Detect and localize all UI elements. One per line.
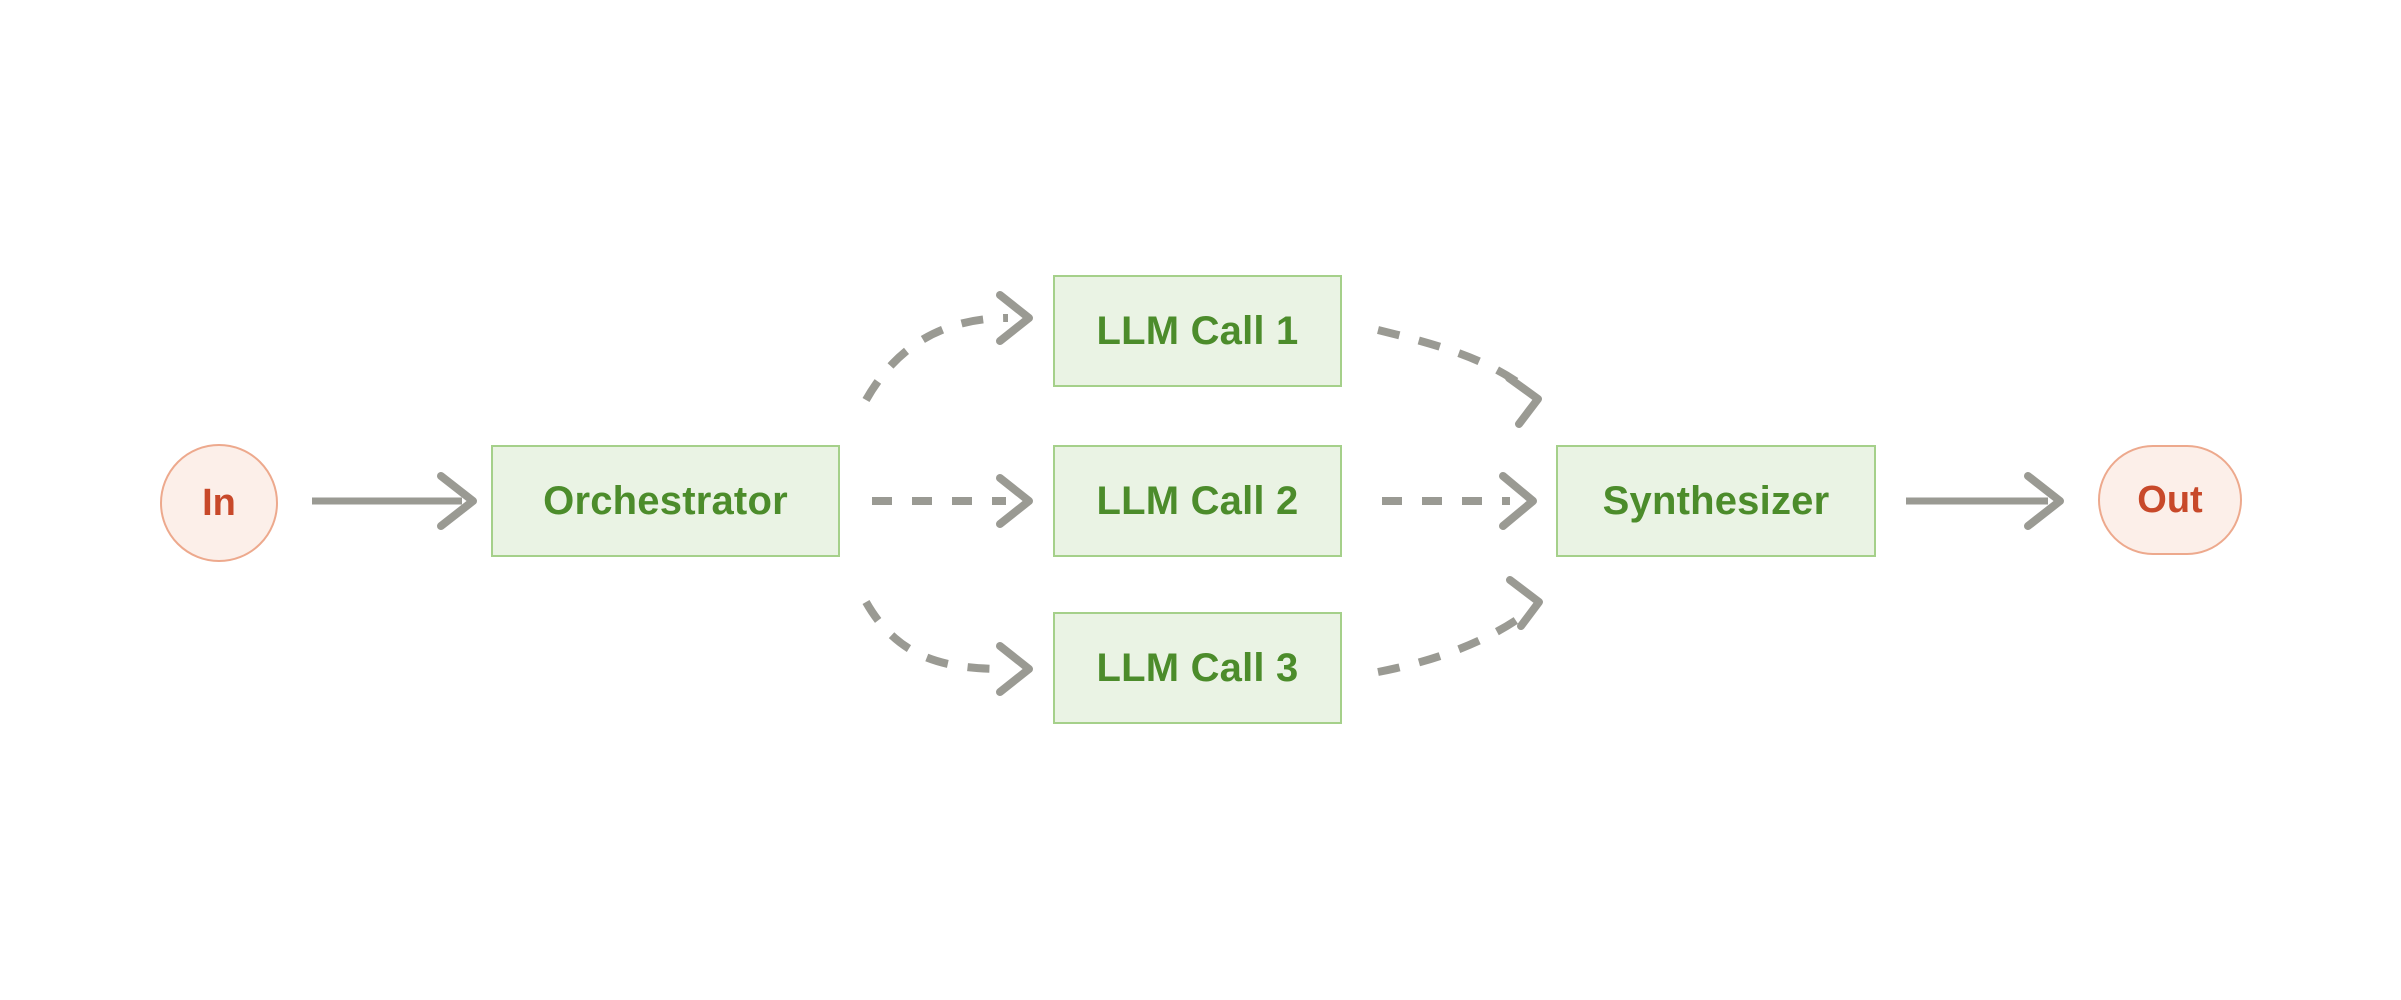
- edge-llm-call-3-to-synthesizer: [1377, 576, 1543, 676]
- node-llm-call-2[interactable]: LLM Call 2: [1053, 445, 1342, 557]
- node-llm-call-1[interactable]: LLM Call 1: [1053, 275, 1342, 387]
- node-orchestrator[interactable]: Orchestrator: [491, 445, 840, 557]
- node-llm-call-2-label: LLM Call 2: [1096, 479, 1299, 523]
- edge-llm-call-2-to-synthesizer: [1382, 472, 1537, 530]
- node-llm-call-3-label: LLM Call 3: [1096, 646, 1299, 690]
- node-out-label: Out: [2137, 479, 2203, 521]
- node-llm-call-3[interactable]: LLM Call 3: [1053, 612, 1342, 724]
- node-out[interactable]: Out: [2098, 445, 2242, 555]
- node-synthesizer[interactable]: Synthesizer: [1556, 445, 1876, 557]
- edge-orchestrator-to-llm-call-2: [872, 474, 1033, 528]
- node-in-label: In: [202, 482, 236, 524]
- node-orchestrator-label: Orchestrator: [543, 479, 788, 523]
- node-in[interactable]: In: [160, 444, 278, 562]
- node-synthesizer-label: Synthesizer: [1602, 479, 1830, 523]
- node-llm-call-1-label: LLM Call 1: [1096, 309, 1299, 353]
- edge-in-to-orchestrator: [312, 472, 477, 530]
- edge-orchestrator-to-llm-call-1: [862, 291, 1033, 402]
- edge-llm-call-1-to-synthesizer: [1377, 326, 1542, 428]
- edge-orchestrator-to-llm-call-3: [862, 600, 1033, 696]
- edge-synthesizer-to-out: [1906, 472, 2064, 530]
